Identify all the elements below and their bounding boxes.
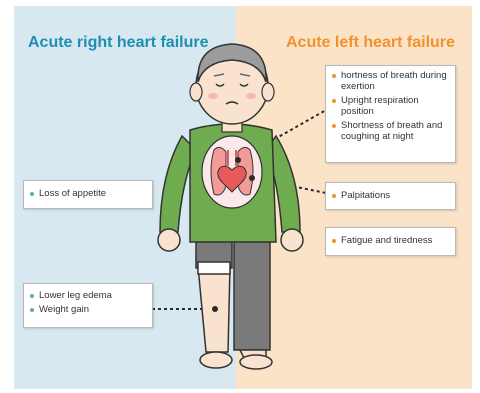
callout-fatigue: Fatigue and tiredness: [325, 227, 456, 256]
symptom-item: Lower leg edema: [30, 290, 146, 301]
symptom-item: Weight gain: [30, 304, 146, 315]
symptom-item: hortness of breath during exertion: [332, 70, 449, 92]
connector-dot-chest: [235, 157, 241, 163]
symptom-item: Loss of appetite: [30, 188, 146, 199]
connector-dot-heart: [249, 175, 255, 181]
symptom-item: Upright respiration position: [332, 95, 449, 117]
right-hand: [281, 229, 303, 251]
connector-dot-leg: [212, 306, 218, 312]
left-ear: [190, 83, 202, 101]
symptom-item: Fatigue and tiredness: [332, 235, 449, 246]
right-foot: [240, 355, 272, 369]
left-hand: [158, 229, 180, 251]
left-foot: [200, 352, 232, 368]
callout-breathing-symptoms: hortness of breath during exertion Uprig…: [325, 65, 456, 163]
right-ear: [262, 83, 274, 101]
legs: [196, 238, 272, 369]
callout-loss-of-appetite: Loss of appetite: [23, 180, 153, 209]
symptom-item: Shortness of breath and coughing at nigh…: [332, 120, 449, 142]
callout-edema-weight: Lower leg edema Weight gain: [23, 283, 153, 328]
callout-palpitations: Palpitations: [325, 182, 456, 210]
symptom-item: Palpitations: [332, 190, 449, 201]
right-cheek: [246, 93, 256, 99]
left-cheek: [208, 93, 218, 99]
